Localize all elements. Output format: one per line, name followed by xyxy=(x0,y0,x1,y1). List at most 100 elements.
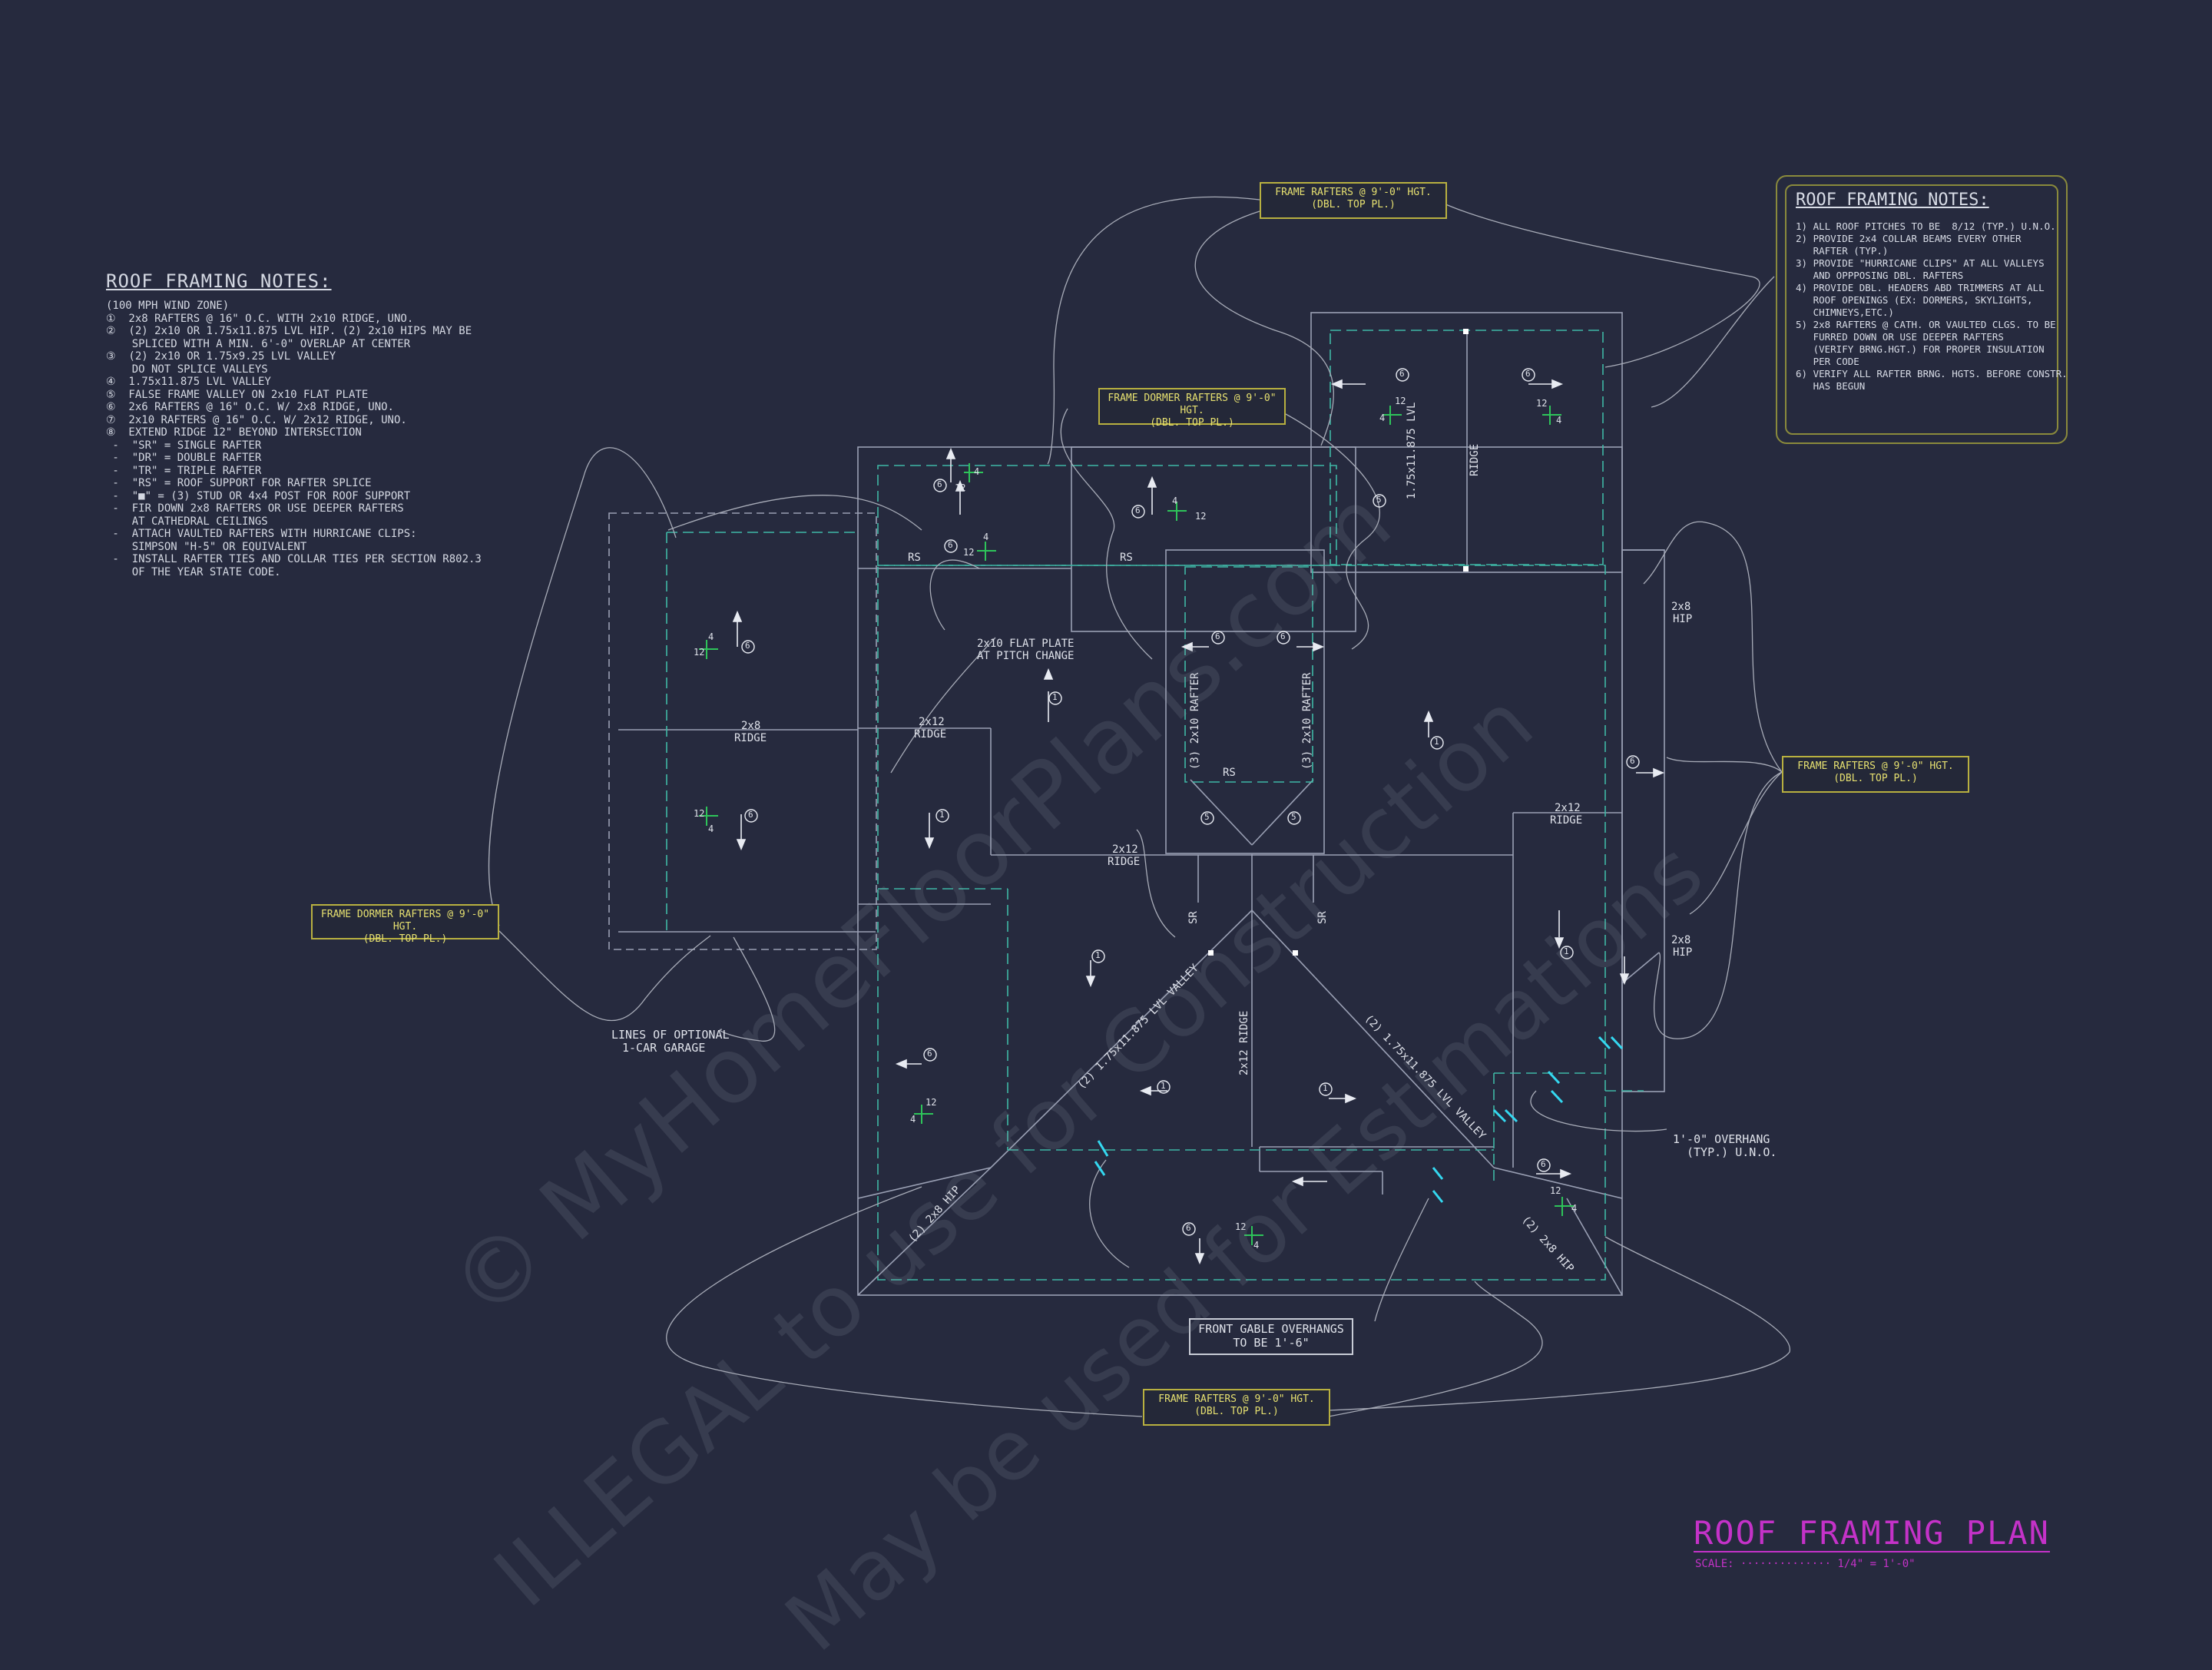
note-line: ① 2x8 RAFTERS @ 16" O.C. WITH 2x10 RIDGE… xyxy=(106,312,414,325)
center-cathedral-outline xyxy=(1165,549,1325,854)
hip-2x8-label: HIP xyxy=(1673,946,1693,959)
callout-frame-rafters-bottom: FRAME RAFTERS @ 9'-0" HGT. (DBL. TOP PL.… xyxy=(1143,1389,1330,1426)
detail-number: 6 xyxy=(745,641,750,651)
note-line: TO BE 1'-6" xyxy=(1233,1336,1310,1350)
flat-plate-label: 2x10 FLAT PLATE xyxy=(977,638,1075,650)
note-line: - "RS" = ROOF SUPPORT FOR RAFTER SPLICE xyxy=(106,477,372,489)
detail-number: 5 xyxy=(1291,812,1296,822)
rafter-label: (3) 2x10 RAFTER xyxy=(1301,672,1313,770)
hip-label: (2) 2x8 HIP xyxy=(1519,1214,1577,1275)
detail-number: 6 xyxy=(1186,1223,1191,1233)
pitch-label: 4 xyxy=(1379,413,1386,423)
note-line: - FIR DOWN 2x8 RAFTERS OR USE DEEPER RAF… xyxy=(106,502,404,515)
pitch-label: 12 xyxy=(955,482,966,493)
note-line: ⑥ 2x6 RAFTERS @ 16" O.C. W/ 2x8 RIDGE, U… xyxy=(106,401,394,413)
note-line: ④ 1.75x11.875 LVL VALLEY xyxy=(106,376,271,388)
hip-2x8-label: 2x8 xyxy=(1671,934,1691,946)
detail-number: 6 xyxy=(1215,631,1220,641)
detail-number: 6 xyxy=(927,1049,932,1059)
detail-number: 5 xyxy=(1376,495,1382,505)
detail-number: 6 xyxy=(748,810,753,820)
sr-label: SR xyxy=(1187,911,1200,924)
detail-number: 6 xyxy=(1135,505,1141,515)
pitch-label: 12 xyxy=(926,1097,937,1108)
pitch-label: 12 xyxy=(1550,1185,1561,1196)
pitch-label: 4 xyxy=(708,631,714,642)
left-notes-list: (100 MPH WIND ZONE)① 2x8 RAFTERS @ 16" O… xyxy=(106,300,482,578)
callout-line: FRAME RAFTERS @ 9'-0" HGT. xyxy=(1275,187,1432,198)
garage-label: 1-CAR GARAGE xyxy=(622,1041,706,1055)
pitch-label: 4 xyxy=(1571,1203,1578,1214)
note-line: ⑤ FALSE FRAME VALLEY ON 2x10 FLAT PLATE xyxy=(106,388,369,401)
ridge-2x8-label: RIDGE xyxy=(734,732,767,744)
pitch-label: 4 xyxy=(1253,1240,1260,1251)
detail-number: 1 xyxy=(939,810,945,820)
hip-2x8-label: HIP xyxy=(1673,613,1693,625)
right-notes-title: ROOF FRAMING NOTES: xyxy=(1796,191,1989,210)
right-framing-notes-box: ROOF FRAMING NOTES: 1) ALL ROOF PITCHES … xyxy=(1776,175,2068,444)
detail-number: 1 xyxy=(1161,1081,1166,1091)
note-line: 3) PROVIDE "HURRICANE CLIPS" AT ALL VALL… xyxy=(1796,257,2045,269)
ridge-2x12-label: 2x12 xyxy=(919,716,945,728)
optional-garage-outline xyxy=(608,512,877,950)
detail-number: 6 xyxy=(1525,369,1531,379)
left-notes-title: ROOF FRAMING NOTES: xyxy=(106,270,332,292)
ridge-2x12-label: RIDGE xyxy=(914,728,947,741)
callout-line: (DBL. TOP PL.) xyxy=(363,933,448,945)
note-line: AND OPPPOSING DBL. RAFTERS xyxy=(1796,270,1964,281)
callout-line: FRAME DORMER RAFTERS @ 9'-0" HGT. xyxy=(1108,393,1277,416)
note-line: (VERIFY BRNG.HGT.) FOR PROPER INSULATION xyxy=(1796,343,2045,355)
note-line: RAFTER (TYP.) xyxy=(1796,245,1889,257)
callout-line: (DBL. TOP PL.) xyxy=(1150,417,1234,429)
note-line: ② (2) 2x10 OR 1.75x11.875 LVL HIP. (2) 2… xyxy=(106,325,472,337)
callout-dormer-rafters-top: FRAME DORMER RAFTERS @ 9'-0" HGT. (DBL. … xyxy=(1098,388,1286,429)
detail-number: 1 xyxy=(1564,946,1569,956)
ridge-2x8-label: 2x8 xyxy=(741,720,761,732)
rs-label: RS xyxy=(908,552,921,564)
note-line: 1) ALL ROOF PITCHES TO BE 8/12 (TYP.) U.… xyxy=(1796,220,2056,232)
callout-line: FRAME RAFTERS @ 9'-0" HGT. xyxy=(1158,1393,1315,1405)
callout-line: (DBL. TOP PL.) xyxy=(1833,773,1918,784)
dormer-upper-outline xyxy=(1310,312,1623,573)
detail-number: 1 xyxy=(1052,692,1058,702)
overhang-label: (TYP.) U.N.O. xyxy=(1687,1145,1777,1159)
note-line: PER CODE xyxy=(1796,356,1859,367)
note-line: ⑦ 2x10 RAFTERS @ 16" O.C. W/ 2x12 RIDGE,… xyxy=(106,413,407,426)
garage-label: LINES OF OPTIONAL xyxy=(611,1028,730,1042)
callout-line: FRAME DORMER RAFTERS @ 9'-0" HGT. xyxy=(320,909,490,933)
hip-2x8-label: 2x8 xyxy=(1671,601,1691,613)
front-gable-overhang-note: FRONT GABLE OVERHANGS TO BE 1'-6" xyxy=(1189,1318,1353,1355)
lvl-ridge-label: 1.75x11.875 LVL xyxy=(1406,402,1418,499)
ridge-2x12-label: RIDGE xyxy=(1550,814,1583,827)
detail-number: 1 xyxy=(1434,737,1439,747)
ridge-2x12-label: 2x12 xyxy=(1112,843,1138,856)
flat-plate-label: AT PITCH CHANGE xyxy=(977,650,1075,662)
note-line: FRONT GABLE OVERHANGS xyxy=(1198,1322,1344,1336)
pitch-label: 12 xyxy=(694,647,705,658)
note-line: AT CATHEDRAL CEILINGS xyxy=(106,515,268,528)
note-line: - "SR" = SINGLE RAFTER xyxy=(106,439,262,452)
pitch-label: 4 xyxy=(1556,415,1562,426)
detail-number: 6 xyxy=(1541,1159,1546,1169)
pitch-label: 4 xyxy=(983,532,989,542)
note-line: - "■" = (3) STUD OR 4x4 POST FOR ROOF SU… xyxy=(106,489,411,502)
note-line: ROOF OPENINGS (EX: DORMERS, SKYLIGHTS, xyxy=(1796,294,2033,306)
ridge-2x12-label: 2x12 xyxy=(1555,802,1581,814)
note-line: 5) 2x8 RAFTERS @ CATH. OR VAULTED CLGS. … xyxy=(1796,319,2056,330)
note-line: ⑧ EXTEND RIDGE 12" BEYOND INTERSECTION xyxy=(106,426,362,439)
pitch-label: 12 xyxy=(1235,1221,1247,1232)
ridge-2x12-vertical-label: 2x12 RIDGE xyxy=(1238,1010,1250,1075)
ridge-2x12-label: RIDGE xyxy=(1108,856,1141,868)
callout-frame-rafters-right: FRAME RAFTERS @ 9'-0" HGT. (DBL. TOP PL.… xyxy=(1782,756,1969,793)
callout-line: (DBL. TOP PL.) xyxy=(1194,1406,1279,1417)
callout-dormer-rafters-left: FRAME DORMER RAFTERS @ 9'-0" HGT. (DBL. … xyxy=(311,904,499,945)
dormer-left-outline xyxy=(1071,446,1356,632)
detail-number: 1 xyxy=(1095,950,1101,960)
note-line: DO NOT SPLICE VALLEYS xyxy=(106,363,268,376)
pitch-label: 4 xyxy=(1172,495,1178,506)
note-line: - "TR" = TRIPLE RAFTER xyxy=(106,464,262,477)
rs-label: RS xyxy=(1120,552,1133,564)
note-line: 4) PROVIDE DBL. HEADERS ABD TRIMMERS AT … xyxy=(1796,282,2045,293)
